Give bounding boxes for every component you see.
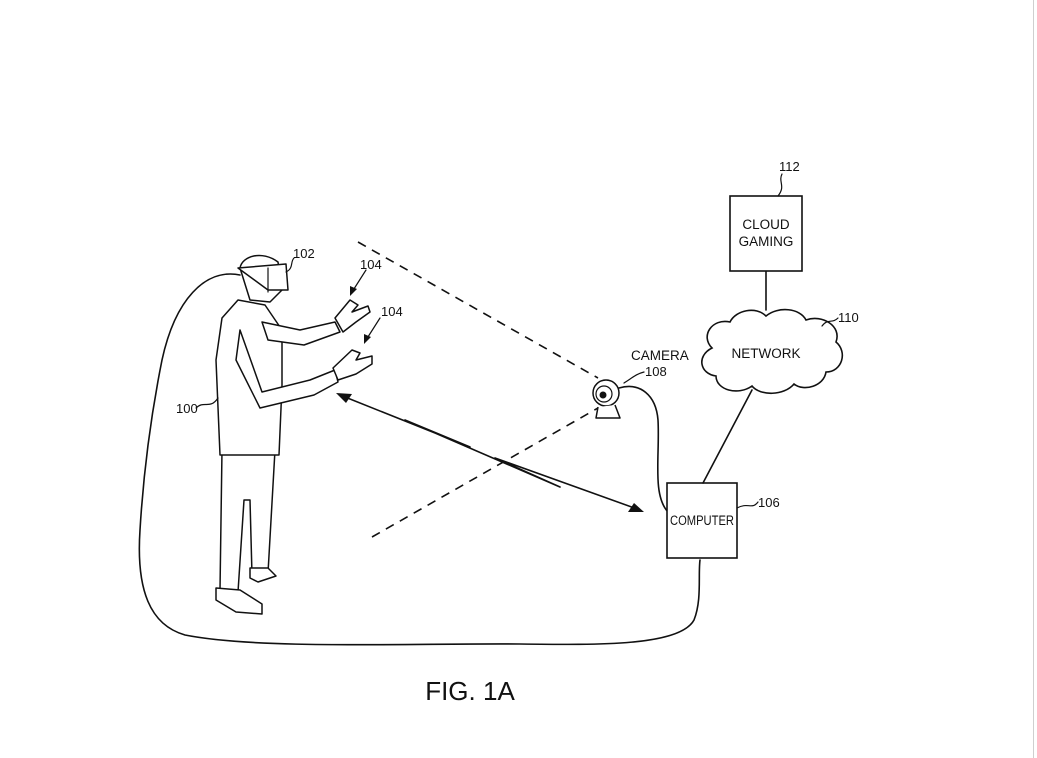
arrow-104-lower bbox=[364, 334, 371, 344]
ref-108: 108 bbox=[645, 364, 667, 379]
ref-104-upper: 104 bbox=[360, 257, 382, 272]
ref-112: 112 bbox=[779, 159, 800, 174]
ref-110: 110 bbox=[838, 310, 859, 325]
leader-112 bbox=[777, 173, 783, 197]
wireless-link bbox=[339, 394, 641, 511]
ref-104-lower: 104 bbox=[381, 304, 403, 319]
cloud-gaming-box bbox=[729, 195, 803, 272]
computer-label: COMPUTER bbox=[670, 513, 734, 528]
cloud-gaming-label-line2: GAMING bbox=[739, 234, 794, 249]
cloud-gaming-label-line1: CLOUD bbox=[742, 217, 790, 232]
camera-view-line-lower bbox=[371, 407, 599, 538]
leader-100 bbox=[195, 397, 219, 409]
network-label: NETWORK bbox=[732, 346, 801, 361]
leader-108 bbox=[623, 371, 645, 384]
camera-view-line-upper bbox=[357, 241, 599, 379]
computer-box bbox=[666, 482, 738, 559]
ref-102: 102 bbox=[293, 246, 315, 261]
ref-106: 106 bbox=[758, 495, 780, 510]
network-cloud bbox=[701, 308, 844, 395]
arrow-104-upper bbox=[350, 286, 357, 296]
leader-106 bbox=[736, 501, 759, 509]
user-figure bbox=[215, 254, 373, 615]
figure-caption: FIG. 1A bbox=[425, 676, 515, 706]
camera-cable bbox=[618, 385, 669, 513]
camera-device bbox=[592, 379, 621, 419]
leader-110 bbox=[821, 317, 839, 327]
wireless-arrowhead-right bbox=[628, 503, 644, 512]
page-edge-rule bbox=[1033, 0, 1034, 758]
leader-102 bbox=[285, 257, 295, 273]
hmd-cable-loop bbox=[138, 273, 701, 646]
computer-network-link bbox=[702, 389, 753, 484]
ref-100: 100 bbox=[176, 401, 198, 416]
wireless-arrowhead-left bbox=[336, 393, 352, 403]
camera-label: CAMERA bbox=[631, 348, 689, 363]
